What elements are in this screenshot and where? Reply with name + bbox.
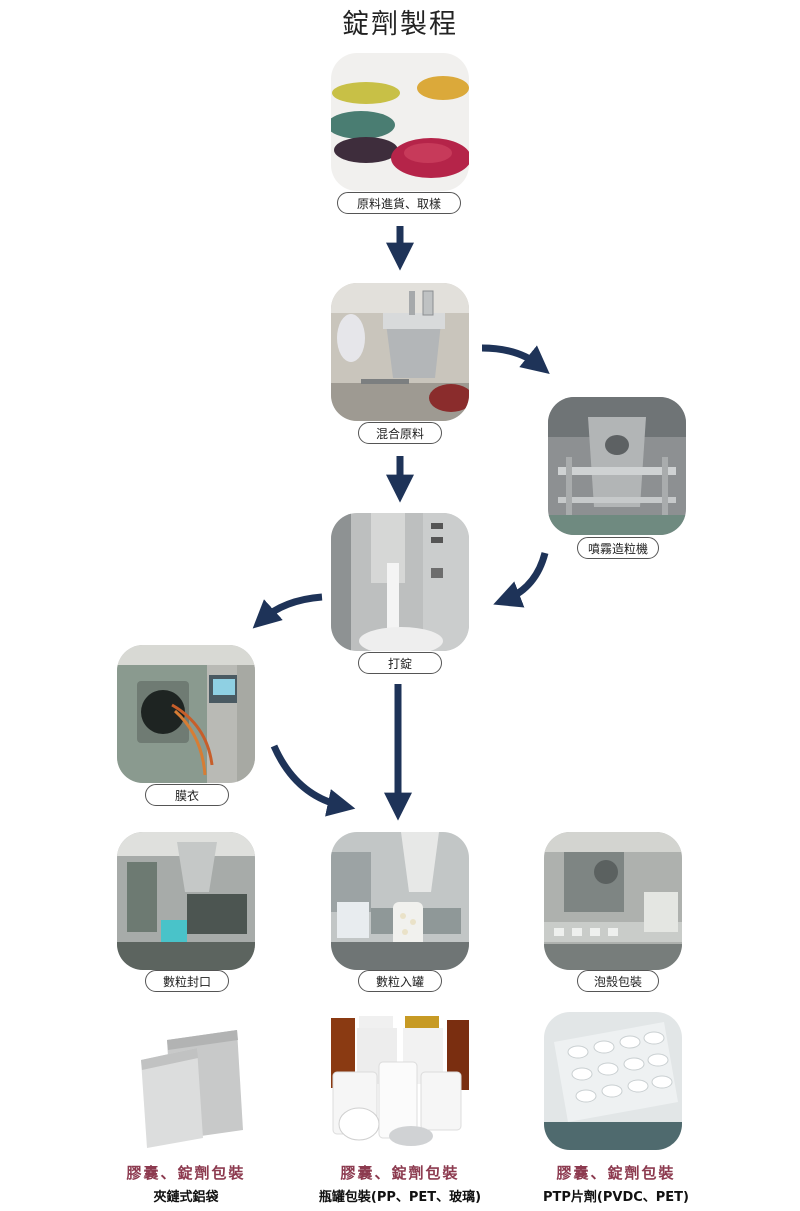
step-label-count-seal: 數粒封口 [145,970,229,992]
bottle-containers-image [331,1012,469,1150]
tableting-photo [331,513,469,651]
step-label-mixing: 混合原料 [358,422,442,444]
page-title: 錠劑製程 [342,9,458,40]
step-label-count-bottle: 數粒入罐 [358,970,442,992]
packaging-detail-bottle: 瓶罐包裝(PP、PET、玻璃) [318,1190,482,1205]
packaging-detail-ptp: PTP片劑(PVDC、PET) [542,1190,689,1205]
step-label-tableting: 打錠 [358,652,442,674]
count-bottle-photo [331,832,469,970]
mixing-photo [331,283,469,421]
step-label-film-coating: 膜衣 [145,784,229,806]
step-label-blister: 泡殼包裝 [577,970,659,992]
blister-photo [544,832,682,970]
arrow-mixing-to-spray [481,344,550,374]
arrow-spray-to-tableting [493,552,549,608]
packaging-heading-bag: 膠囊、錠劑包裝 [126,1164,246,1182]
ptp-blister-image [544,1012,682,1150]
spray-granulation-photo [548,397,686,535]
step-label-raw-material: 原料進貨、取樣 [337,192,461,214]
arrow-tableting-to-coating [252,593,323,629]
packaging-heading-bottle: 膠囊、錠劑包裝 [340,1164,460,1182]
packaging-heading-ptp: 膠囊、錠劑包裝 [556,1164,676,1182]
step-label-spray-granulation: 噴霧造粒機 [577,537,659,559]
raw-material-photo [331,53,469,191]
aluminum-bag-image [117,1012,255,1150]
packaging-detail-bag: 夾鏈式鋁袋 [153,1190,219,1205]
arrow-coating-to-bottle [270,744,356,817]
film-coating-photo [117,645,255,783]
count-seal-photo [117,832,255,970]
